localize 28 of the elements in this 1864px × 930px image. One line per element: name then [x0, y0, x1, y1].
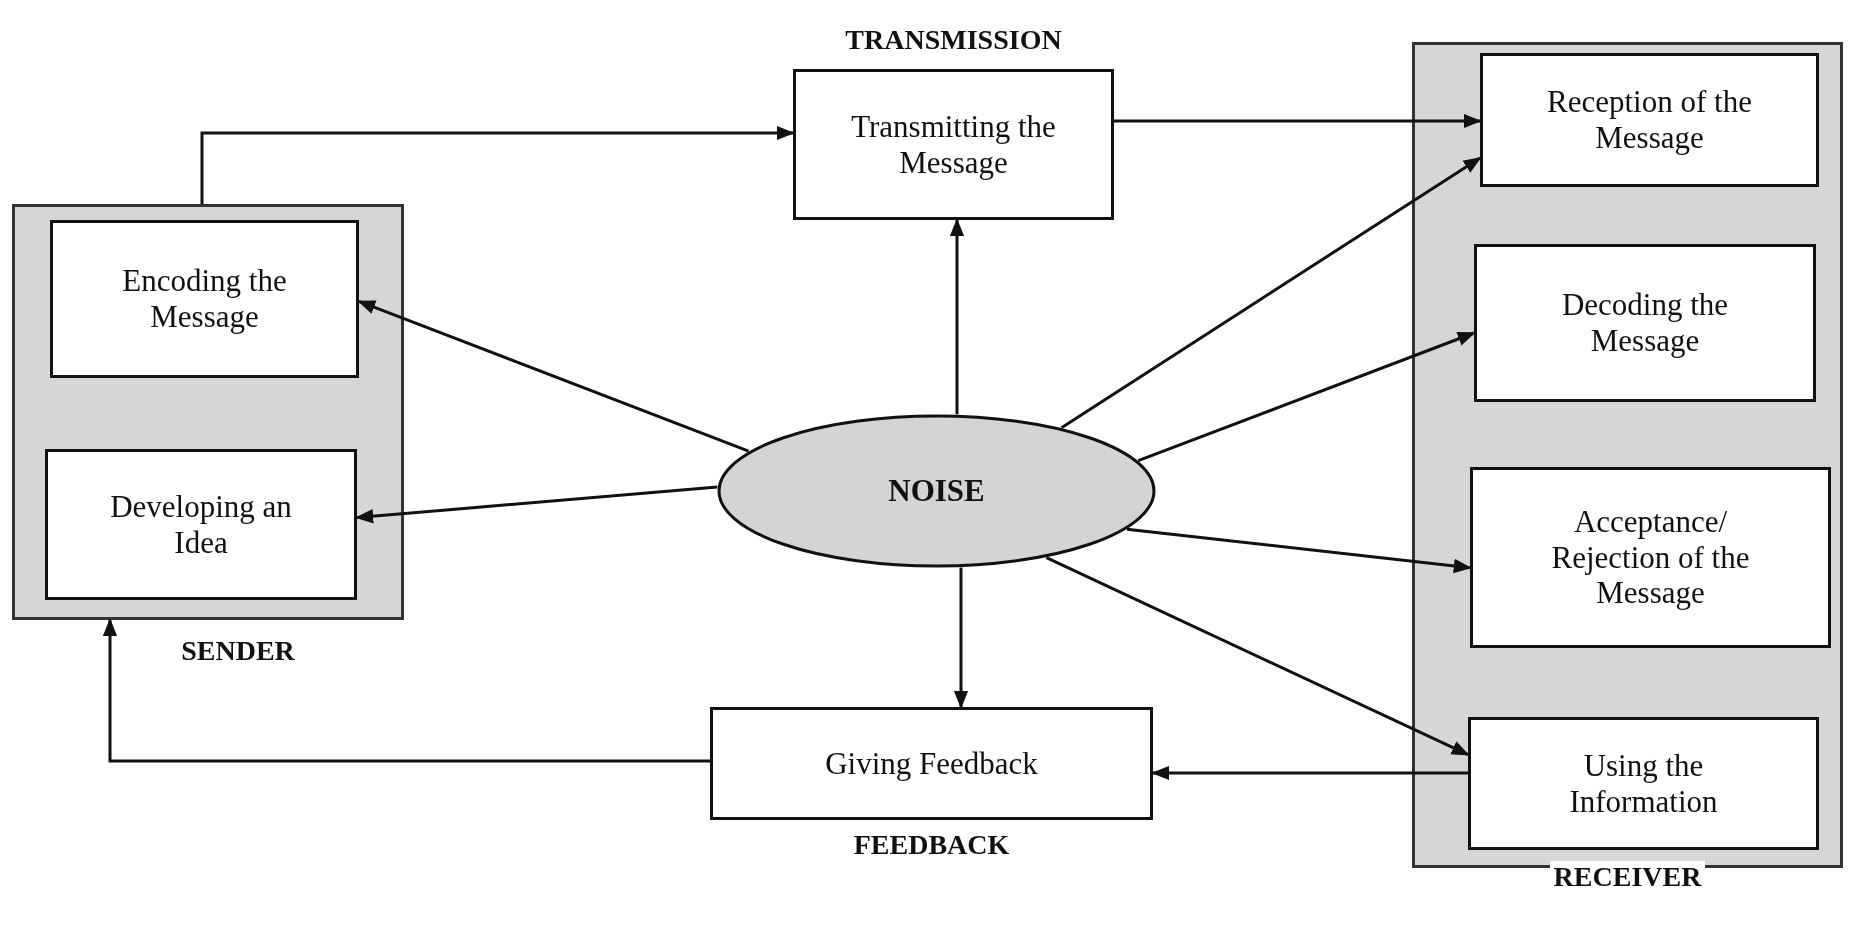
noise-ellipse: [717, 414, 1156, 568]
node-label: Developing an Idea: [109, 487, 293, 562]
node-label: Giving Feedback: [824, 744, 1039, 783]
node-label: Transmitting the Message: [850, 107, 1057, 182]
node-label: Using the Information: [1568, 746, 1719, 821]
process-box: [1474, 244, 1816, 402]
process-box: [1470, 467, 1831, 648]
node-label: Encoding the Message: [121, 262, 288, 336]
arrow: [953, 567, 969, 709]
arrow: [1060, 156, 1482, 429]
node-label: Acceptance/ Rejection of the Message: [1550, 503, 1751, 613]
process-box: [1468, 717, 1819, 850]
arrow: [1114, 113, 1482, 129]
node-label: NOISE: [887, 472, 986, 511]
arrow: [102, 618, 710, 763]
arrow: [355, 485, 718, 524]
arrow: [200, 125, 795, 204]
process-box: [45, 449, 357, 600]
process-box: [1480, 53, 1819, 187]
arrow: [949, 218, 965, 415]
arrow: [357, 299, 750, 453]
node-label: Reception of the Message: [1546, 83, 1753, 157]
node-label: Decoding the Message: [1560, 286, 1730, 360]
arrow: [1126, 527, 1472, 574]
arrow: [1045, 556, 1470, 757]
arrow: [1137, 331, 1476, 463]
process-box: [50, 220, 359, 378]
arrow: [1151, 765, 1468, 781]
